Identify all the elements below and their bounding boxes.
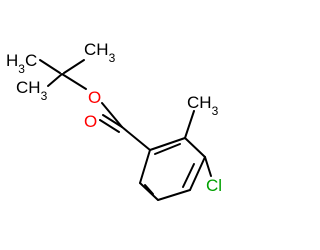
bond-o-ester-c-carbonyl: [101, 102, 123, 128]
label-h3c-top: H3C: [6, 51, 37, 76]
ring-bond-3: [189, 156, 206, 191]
ring-bond-1: [149, 137, 186, 151]
bond-carbonyl-double-1: [102, 114, 123, 128]
ring-bond-5: [139, 182, 159, 201]
label-ch3-left: CH3: [16, 78, 48, 103]
atom-labels: H3C CH3 CH3 O O CH3 Cl: [6, 40, 222, 195]
ring-bond-4: [157, 189, 191, 201]
label-ch3-right: CH3: [84, 40, 116, 65]
ring-inner-bond-1: [154, 143, 181, 155]
ring-bond-6: [139, 149, 151, 184]
bond-ch3right-cq: [63, 59, 85, 74]
ring-inner-bond-2: [182, 163, 195, 188]
bond-carbonyl-double-2: [99, 119, 120, 133]
bonds: [39, 59, 212, 201]
bond-ring-methyl: [184, 110, 195, 139]
bond-h3c-cq: [39, 59, 61, 74]
bond-cq-o-ester: [61, 73, 87, 90]
bond-c-carbonyl-ring: [121, 126, 151, 151]
label-methyl-ring: CH3: [187, 93, 219, 118]
ring-inner-bond-3: [144, 184, 154, 195]
label-o-ester: O: [88, 88, 101, 107]
label-o-carbonyl: O: [84, 112, 97, 131]
label-cl: Cl: [206, 176, 222, 195]
molecule-structure: H3C CH3 CH3 O O CH3 Cl: [6, 40, 222, 201]
bond-cq-ch3left: [47, 73, 63, 87]
ring-bond-2: [184, 137, 206, 158]
bond-ring-cl: [204, 156, 212, 177]
